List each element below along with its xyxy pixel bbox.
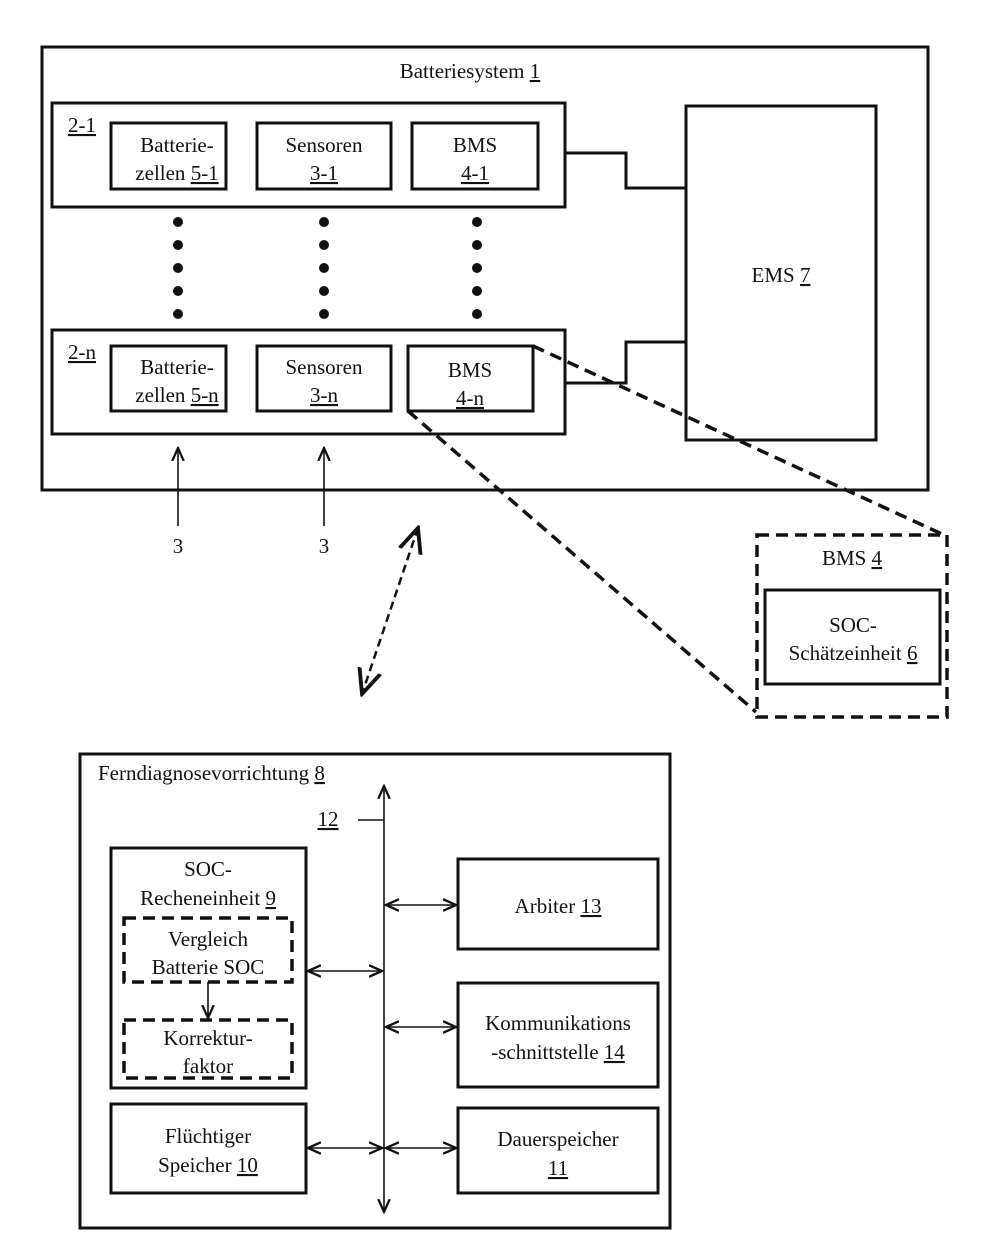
- arbiter-label: Arbiter 13: [515, 894, 602, 918]
- comm-interface-line2: -schnittstelle 14: [491, 1040, 625, 1064]
- persistent-memory-line1: Dauerspeicher: [497, 1127, 618, 1151]
- sensors-3-1-line1: Sensoren: [286, 133, 363, 157]
- sensors-3-n-line1: Sensoren: [286, 355, 363, 379]
- cells-5-n-line1: Batterie-: [140, 355, 213, 379]
- module-2-1-ems-connector: [565, 153, 686, 188]
- module-2-n-id: 2-n: [68, 340, 96, 364]
- bus-ref: 12: [318, 807, 339, 831]
- sensor-input-label-1: 3: [173, 534, 184, 558]
- battery-system-title: Batteriesystem 1: [400, 59, 541, 83]
- bms-4-n-ref: 4-n: [456, 386, 484, 410]
- module-2-n-ems-connector: [565, 342, 686, 383]
- bms-4-1-ref: 4-1: [461, 161, 489, 185]
- soc-compare-line2: Batterie SOC: [152, 955, 265, 979]
- remote-link-arrow: [362, 528, 418, 694]
- bms-detail-title: BMS 4: [822, 546, 883, 570]
- sensors-3-n-ref: 3-n: [310, 383, 338, 407]
- comm-interface-line1: Kommunikations: [485, 1011, 631, 1035]
- soc-compute-unit-line2: Recheneinheit 9: [140, 886, 276, 910]
- soc-estimator-line1: SOC-: [829, 613, 877, 637]
- bms-zoom-line-bottom: [408, 411, 756, 712]
- module-2-1-id: 2-1: [68, 113, 96, 137]
- remote-device-title: Ferndiagnosevorrichtung 8: [98, 761, 325, 785]
- volatile-memory-line1: Flüchtiger: [165, 1124, 251, 1148]
- soc-compare-line1: Vergleich: [168, 927, 249, 951]
- soc-compute-unit-line1: SOC-: [184, 857, 232, 881]
- sensor-input-label-2: 3: [319, 534, 330, 558]
- bms-4-n-line1: BMS: [448, 358, 492, 382]
- ellipsis-dots: [173, 217, 482, 319]
- soc-estimator-line2: Schätzeinheit 6: [789, 641, 918, 665]
- sensors-3-1-ref: 3-1: [310, 161, 338, 185]
- correction-factor-line1: Korrektur-: [163, 1026, 252, 1050]
- correction-factor-line2: faktor: [183, 1054, 233, 1078]
- bms-4-1-line1: BMS: [453, 133, 497, 157]
- cells-5-n-line2: zellen 5-n: [135, 383, 219, 407]
- cells-5-1-line1: Batterie-: [140, 133, 213, 157]
- ems-label: EMS 7: [752, 263, 811, 287]
- cells-5-1-line2: zellen 5-1: [135, 161, 218, 185]
- soc-estimator-box: [765, 590, 940, 684]
- comm-interface-box: [458, 983, 658, 1087]
- volatile-memory-line2: Speicher 10: [158, 1153, 258, 1177]
- volatile-memory-box: [111, 1104, 306, 1193]
- persistent-memory-ref: 11: [548, 1156, 568, 1180]
